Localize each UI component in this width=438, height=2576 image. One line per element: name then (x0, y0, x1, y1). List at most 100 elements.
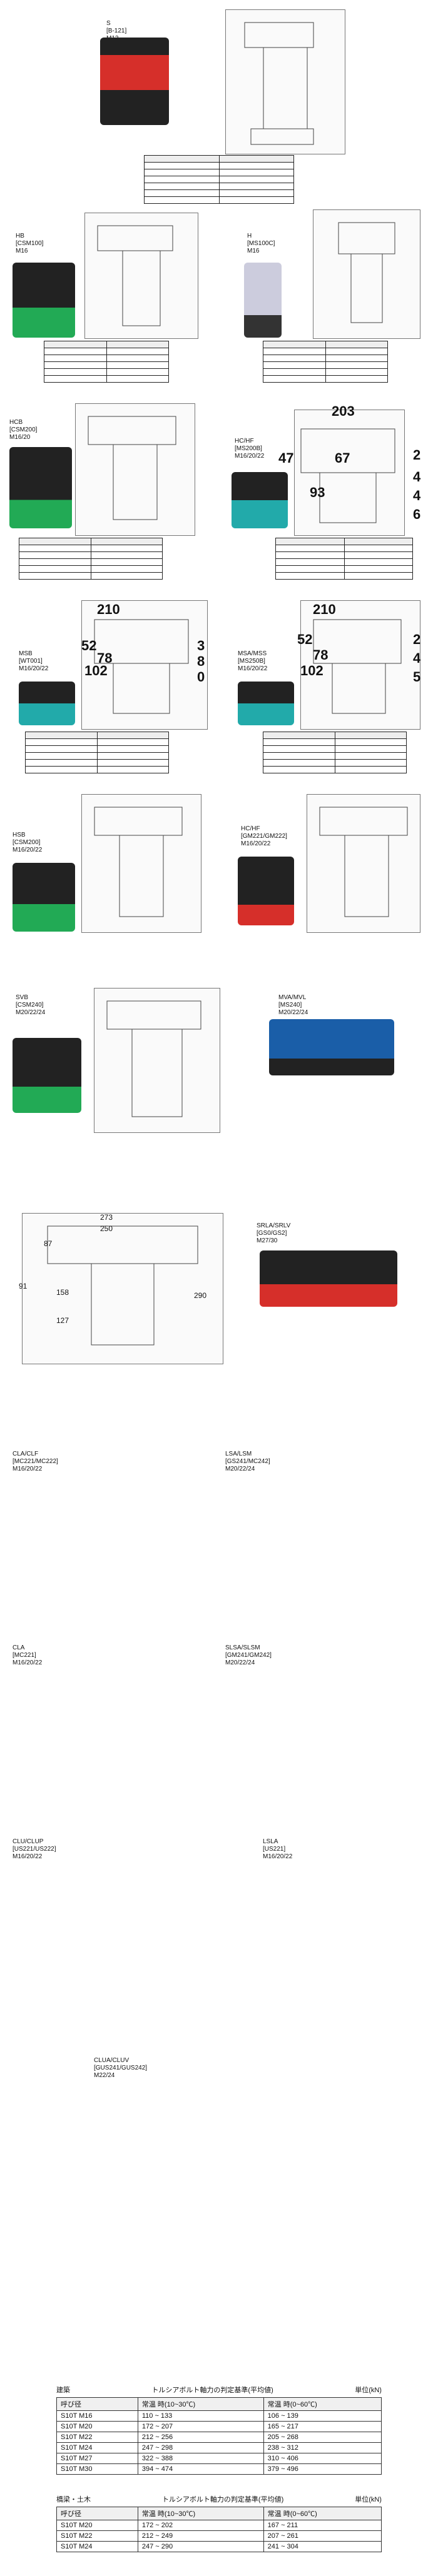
spec-table (263, 341, 388, 383)
dimension-label: 5 (413, 669, 421, 685)
table-cell: S10T M20 (56, 2421, 138, 2432)
tool-photo (269, 1019, 394, 1075)
tool-photo (13, 1038, 81, 1113)
technical-drawing (81, 794, 201, 933)
spec-table (19, 538, 163, 580)
dimension-label: 102 (300, 663, 323, 678)
table-cell: S10T M30 (56, 2463, 138, 2475)
product-section-svb-mva: SVB[CSM240]M20/22/24 MVA/MVL[MS240]M20/2… (0, 982, 438, 1200)
dimension-label: 91 (19, 1282, 28, 1291)
table-cell: 172 ~ 207 (137, 2421, 264, 2432)
product-section-clu-lsla: CLU/CLUP[US221/US222]M16/20/22 LSLA[US22… (0, 1819, 438, 2038)
model-label-hchf: HC/HF[MS200B]M16/20/22 (235, 438, 265, 460)
technical-drawing (300, 600, 420, 730)
dimension-label: 273 (100, 1213, 113, 1222)
dimension-label: 210 (97, 601, 120, 617)
table-cell: 212 ~ 249 (137, 2530, 264, 2542)
table-cell: 106 ~ 139 (263, 2410, 382, 2422)
table-cell: S10T M22 (56, 2432, 138, 2443)
table-cell: S10T M22 (56, 2530, 138, 2542)
table-header: 常温 時(10~30℃) (137, 2507, 264, 2520)
table-cell: 205 ~ 268 (263, 2432, 382, 2443)
table-cell: S10T M16 (56, 2410, 138, 2422)
spec-table (263, 732, 407, 773)
technical-drawing (294, 410, 405, 536)
model-label-hchf2: HC/HF[GM221/GM222]M16/20/22 (241, 825, 287, 847)
dimension-label: 78 (97, 650, 113, 666)
product-section-cla-slsa: CLA[MC221]M16/20/22 SLSA/SLSM[GM241/GM24… (0, 1626, 438, 1813)
tool-photo (232, 472, 288, 528)
table-cell: 241 ~ 304 (263, 2541, 382, 2552)
dimension-label: 0 (197, 669, 205, 685)
dimension-label: 158 (56, 1288, 69, 1297)
technical-drawing (307, 794, 420, 933)
model-label-mva: MVA/MVL[MS240]M20/22/24 (278, 994, 308, 1016)
product-section-clua: CLUA/CLUV[GUS241/GUS242]M22/24 (0, 2045, 438, 2245)
tool-photo (13, 263, 75, 338)
product-section-hsb-hchf2: HSB[CSM200]M16/20/22 HC/HF[GM221/GM222]M… (0, 788, 438, 975)
strength-left-cap: 建築 (56, 2387, 70, 2394)
dimension-label: 3 (197, 638, 205, 653)
dimension-label: 290 (194, 1291, 207, 1300)
table-cell: 394 ~ 474 (137, 2463, 264, 2475)
model-label-cla-clf: CLA/CLF[MC221/MC222]M16/20/22 (13, 1451, 58, 1472)
spec-table (44, 341, 169, 383)
strength-unit: 単位(kN) (355, 2496, 382, 2503)
table-cell: S10T M27 (56, 2453, 138, 2464)
tool-photo (19, 682, 75, 725)
dimension-label: 93 (310, 485, 325, 500)
dimension-label: 2 (413, 447, 421, 463)
model-label-clua: CLUA/CLUV[GUS241/GUS242]M22/24 (94, 2057, 148, 2079)
table-cell: 379 ~ 496 (263, 2463, 382, 2475)
table-header: 呼び径 (56, 2397, 138, 2411)
model-label-lsla: LSLA[US221]M16/20/22 (263, 1838, 293, 1860)
dimension-label: 250 (100, 1224, 113, 1233)
dimension-label: 67 (335, 450, 350, 466)
spec-table (144, 155, 294, 204)
tool-photo (13, 863, 75, 932)
tool-photo (100, 38, 169, 125)
technical-drawing (313, 209, 420, 339)
dimension-label: 78 (313, 647, 328, 663)
table-cell: 165 ~ 217 (263, 2421, 382, 2432)
strength-unit: 単位(kN) (355, 2387, 382, 2394)
table-cell: 212 ~ 256 (137, 2432, 264, 2443)
dimension-label: 8 (197, 653, 205, 669)
table-cell: 238 ~ 312 (263, 2442, 382, 2453)
dimension-label: 87 (44, 1239, 53, 1248)
technical-drawing (22, 1213, 223, 1364)
model-label-hsb: HSB[CSM200]M16/20/22 (13, 832, 43, 853)
product-section-m12: S[B-121]M12 (0, 6, 438, 206)
table-cell: 207 ~ 261 (263, 2530, 382, 2542)
table-cell: 167 ~ 211 (263, 2520, 382, 2531)
table-header: 常温 時(10~30℃) (137, 2397, 264, 2411)
dimension-label: 210 (313, 601, 336, 617)
tool-photo (9, 447, 72, 528)
model-label-msa: MSA/MSS[MS250B]M16/20/22 (238, 650, 268, 672)
technical-drawing (75, 403, 195, 536)
dimension-label: 6 (413, 506, 421, 522)
dimension-label: 127 (56, 1316, 69, 1325)
dimension-label: 4 (413, 488, 421, 503)
model-label-svb: SVB[CSM240]M20/22/24 (16, 994, 46, 1016)
table-header: 常温 時(0~60℃) (263, 2507, 382, 2520)
dimension-label: 4 (413, 650, 421, 666)
dimension-label: 2 (413, 631, 421, 647)
dimension-label: 4 (413, 469, 421, 485)
technical-drawing (225, 9, 345, 154)
model-label-hcb: HCB[CSM200]M16/20 (9, 419, 38, 441)
model-label-msb: MSB[WT001]M16/20/22 (19, 650, 49, 672)
table-header: 呼び径 (56, 2507, 138, 2520)
table-cell: 247 ~ 290 (137, 2541, 264, 2552)
tool-photo (260, 1250, 397, 1307)
spec-table (275, 538, 413, 580)
table-cell: 172 ~ 202 (137, 2520, 264, 2531)
